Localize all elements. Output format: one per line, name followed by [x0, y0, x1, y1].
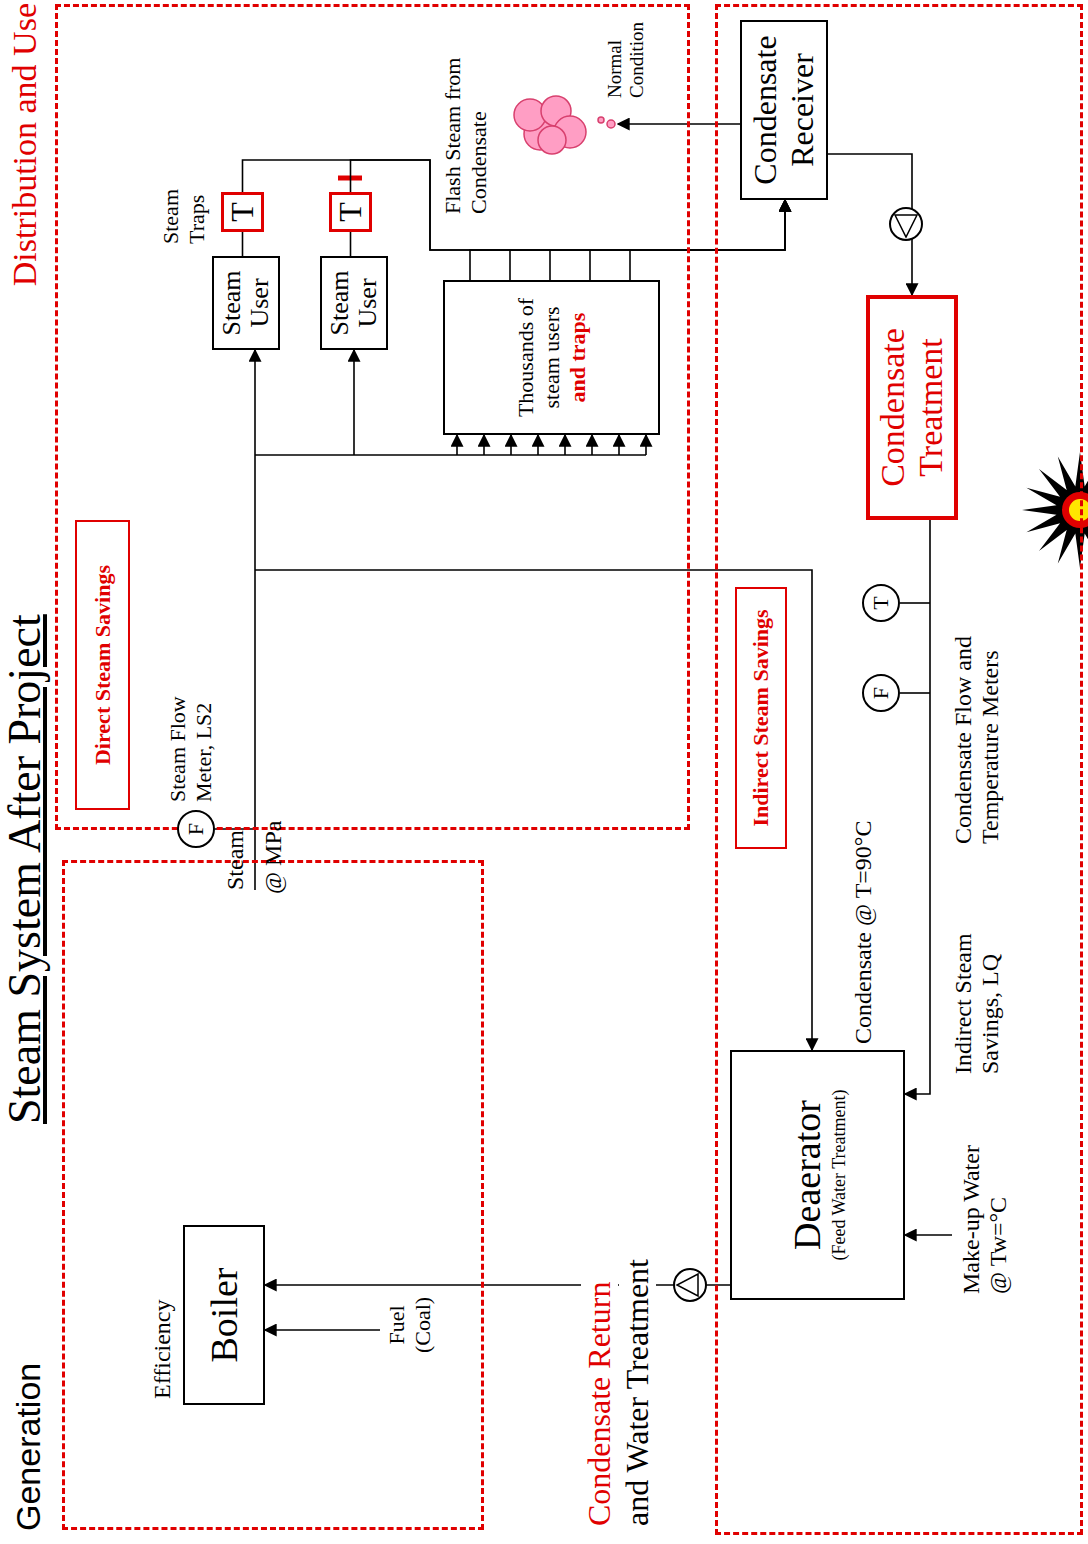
steam-branch	[353, 350, 355, 455]
flow-meter: F	[862, 674, 900, 712]
pipe-connector	[265, 1284, 730, 1286]
node-text: Thousands of steam users	[513, 293, 565, 423]
pipe-connector	[242, 232, 244, 256]
node-text: T	[332, 202, 369, 222]
burst-spikes	[1022, 452, 1088, 568]
pipe-connector	[470, 200, 785, 280]
steam-user-box: Steam User	[212, 256, 280, 350]
condensate-branch	[589, 250, 591, 280]
node-text: Deaerator	[785, 1100, 829, 1250]
steam-branch	[537, 435, 539, 455]
trap-label: Steam Traps	[158, 174, 210, 244]
fuel-line	[265, 1329, 380, 1331]
make-up-line	[905, 1234, 952, 1236]
steam-branch	[564, 435, 566, 455]
node-text: F	[868, 687, 894, 699]
flash-steam-label: Flash Steam from Condensate	[440, 49, 492, 214]
condensate-branch	[629, 250, 631, 280]
pipe-connector	[905, 520, 930, 1094]
direct-savings-box: Direct Steam Savings	[75, 520, 130, 810]
connectors	[243, 154, 931, 1285]
node-text: Steam User	[326, 266, 382, 340]
steam-bus	[255, 454, 646, 456]
steam-branch	[618, 435, 620, 455]
heading-text: Generation	[9, 1363, 48, 1531]
node-text: Boiler	[202, 1268, 246, 1363]
node-text: T	[224, 202, 261, 222]
steam-users-group: Thousands of steam usersand traps	[443, 280, 660, 435]
steam-header	[254, 350, 256, 890]
node-text: and traps	[565, 313, 591, 403]
steam-branch	[510, 435, 512, 455]
node-text: (Feed Water Treatment)	[829, 1089, 850, 1260]
generation-region: GenerationEfficiencyBoiler	[62, 860, 484, 1530]
meter-stub	[900, 692, 930, 694]
heading-text: and Water Treatment	[619, 1255, 656, 1530]
pipe-lines	[215, 124, 952, 1330]
meter-label: Condensate Flow and Temperature Meters	[950, 574, 1004, 844]
pipe-connector	[243, 160, 786, 250]
condition-note: Normal Condition	[604, 14, 648, 98]
condensate-label: Condensate @ T=90°C	[850, 821, 877, 1044]
distribution-region: Distribution and UseDirect Steam Savings…	[55, 4, 690, 830]
heading-text: Condensate Return	[581, 1278, 618, 1530]
burst-core	[1069, 499, 1088, 521]
node-text: F	[183, 823, 209, 835]
node-text: Condensate Treatment	[874, 313, 950, 503]
node-text: Steam User	[218, 266, 274, 340]
steam-flow-meter: FSteam Flow Meter, LS2	[177, 810, 215, 848]
steam-trap: T	[329, 192, 372, 232]
steam-trap: T	[221, 192, 264, 232]
heading-text: Distribution and Use	[6, 3, 44, 286]
explosion-symbol	[1022, 452, 1088, 568]
condensate-receiver: Condensate Receiver	[740, 20, 828, 200]
pressure-label: @ MPa	[260, 821, 287, 894]
flash-steam-cloud	[514, 96, 615, 154]
burst-ring	[1062, 492, 1088, 528]
pipe-connector	[351, 160, 786, 250]
heading-text: Steam Flow Meter, LS2	[165, 684, 217, 802]
condensate-branch	[549, 250, 551, 280]
make-up-label: Make-up Water @ Tw=°C	[958, 1134, 1012, 1294]
fuel-label: Fuel (Coal)	[384, 1290, 436, 1360]
heading-text: Efficiency	[149, 1299, 176, 1399]
node-text: Direct Steam Savings	[90, 565, 116, 765]
pipe-label: Steam	[222, 830, 249, 890]
deaerator-box: Deaerator(Feed Water Treatment)	[730, 1050, 905, 1300]
pipe-connector	[350, 232, 352, 256]
flash-steam-line	[618, 123, 740, 125]
boiler-box: EfficiencyBoiler	[183, 1225, 265, 1405]
temperature-meter: T	[862, 584, 900, 622]
steam-branch	[645, 435, 647, 455]
node-text: Indirect Steam Savings	[748, 609, 774, 826]
condensate-treatment-box: Condensate Treatment	[866, 295, 958, 520]
meter-stub	[900, 602, 930, 604]
page-title: Steam System After Project	[0, 614, 51, 1124]
pump-symbol	[890, 208, 922, 240]
indirect-savings-box: Indirect Steam Savings	[735, 587, 787, 849]
condensate-branch	[509, 250, 511, 280]
savings-label: Indirect Steam Savings, LQ	[950, 874, 1004, 1074]
steam-branch	[483, 435, 485, 455]
condensate-region: Condensate Returnand Water TreatmentCond…	[715, 4, 1083, 1535]
deaerator-steam-line	[255, 570, 812, 1050]
steam-branch	[591, 435, 593, 455]
node-text: T	[868, 596, 894, 609]
pump-symbol	[674, 1269, 706, 1301]
steam-user-box: Steam User	[320, 256, 388, 350]
node-text: Condensate Receiver	[747, 30, 821, 190]
steam-branch	[456, 435, 458, 455]
